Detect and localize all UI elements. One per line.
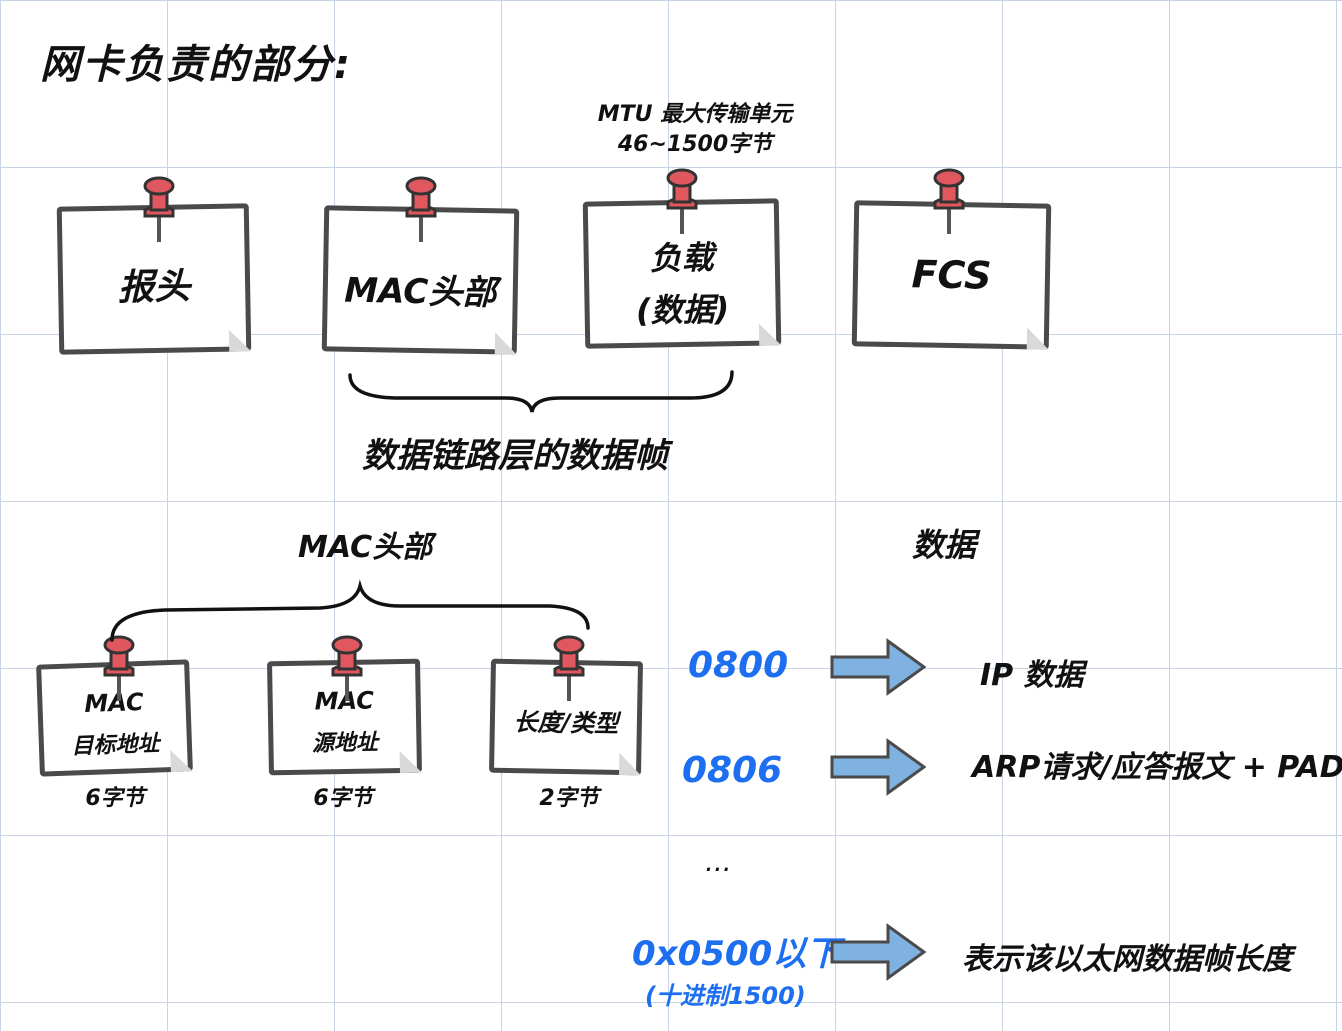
- mtu-line2: 46~1500字节: [617, 132, 773, 157]
- code-0x0500-note: (十进制1500): [645, 982, 806, 1010]
- pin-icon: [331, 635, 363, 701]
- code-0800: 0800: [688, 645, 789, 686]
- pin-icon: [405, 176, 437, 242]
- code-0x0500: 0x0500以下: [632, 934, 841, 974]
- mac-header-brace: [110, 579, 590, 642]
- pin-icon: [143, 176, 175, 242]
- pin-icon: [666, 168, 698, 234]
- meaning-ip: IP 数据: [980, 658, 1084, 693]
- dest-mac-size: 6字节: [85, 786, 145, 811]
- arrow-right-icon: [830, 738, 926, 796]
- page-title: 网卡负责的部分:: [40, 42, 352, 88]
- mtu-annotation: MTU 最大传输单元 46~1500字节: [560, 100, 830, 160]
- arrow-right-icon: [830, 923, 926, 981]
- meaning-length: 表示该以太网数据帧长度: [962, 942, 1292, 977]
- meaning-arp: ARP请求/应答报文 + PAD: [972, 750, 1342, 785]
- length-type-size: 2字节: [539, 786, 599, 811]
- frame-brace-label: 数据链路层的数据帧: [362, 436, 668, 476]
- pin-icon: [933, 168, 965, 234]
- data-label: 数据: [912, 526, 977, 564]
- pin-icon: [553, 635, 585, 701]
- mac-header-label: MAC头部: [298, 530, 433, 565]
- arrow-right-icon: [830, 638, 926, 696]
- code-0806: 0806: [682, 750, 783, 791]
- frame-brace: [348, 370, 734, 413]
- src-mac-size: 6字节: [313, 786, 373, 811]
- mtu-line1: MTU 最大传输单元: [597, 102, 793, 127]
- code-ellipsis: ...: [705, 845, 732, 878]
